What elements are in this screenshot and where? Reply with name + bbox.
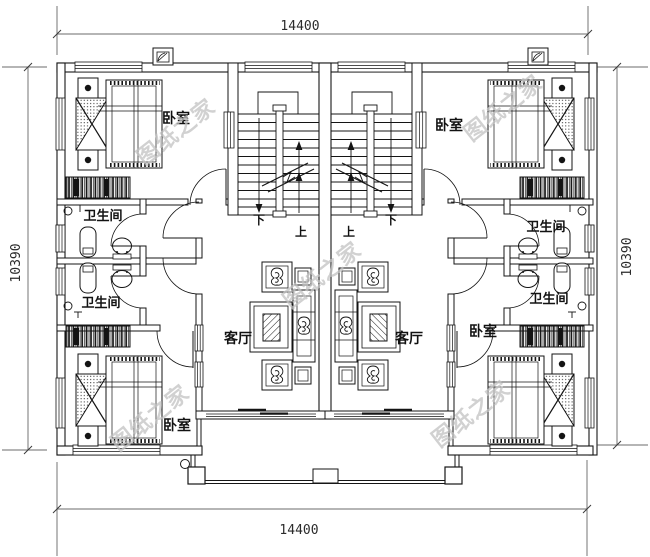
staircase-left — [237, 91, 320, 218]
porch-step — [312, 468, 339, 484]
room-label-bathroom-left-upper: 卫生间 — [83, 208, 122, 223]
room-label-bedroom-bottom-right: 卧室 — [469, 323, 497, 339]
flue-left — [152, 47, 174, 66]
room-label-bedroom-top-right: 卧室 — [435, 117, 463, 133]
dimension-left: 10390 — [9, 243, 24, 282]
drain-pipe — [180, 459, 190, 469]
stair-label-right-up: 上 — [343, 224, 355, 239]
porch — [180, 455, 463, 485]
room-label-bedroom-top-left: 卧室 — [162, 110, 190, 126]
stair-label-left-up: 上 — [295, 224, 307, 239]
stair-label-left-down: 下 — [253, 213, 265, 227]
porch-column-right — [444, 466, 463, 485]
party-wall — [318, 62, 332, 420]
room-label-living-right: 客厅 — [394, 330, 423, 346]
room-label-bathroom-left-lower: 卫生间 — [81, 295, 120, 310]
staircase-right — [330, 91, 413, 218]
room-label-living-left: 客厅 — [223, 330, 252, 346]
room-label-bedroom-bottom-left: 卧室 — [163, 417, 191, 433]
dimension-right: 10390 — [620, 237, 635, 276]
room-label-bathroom-right-lower: 卫生间 — [529, 291, 568, 306]
dimension-top: 14400 — [280, 19, 319, 34]
dimension-annotations — [2, 6, 648, 556]
porch-column-left — [187, 466, 206, 485]
dimension-bottom: 14400 — [279, 523, 318, 538]
flue-right — [527, 47, 549, 66]
room-label-bathroom-right-upper: 卫生间 — [526, 219, 565, 234]
stair-label-right-down: 下 — [385, 213, 397, 227]
